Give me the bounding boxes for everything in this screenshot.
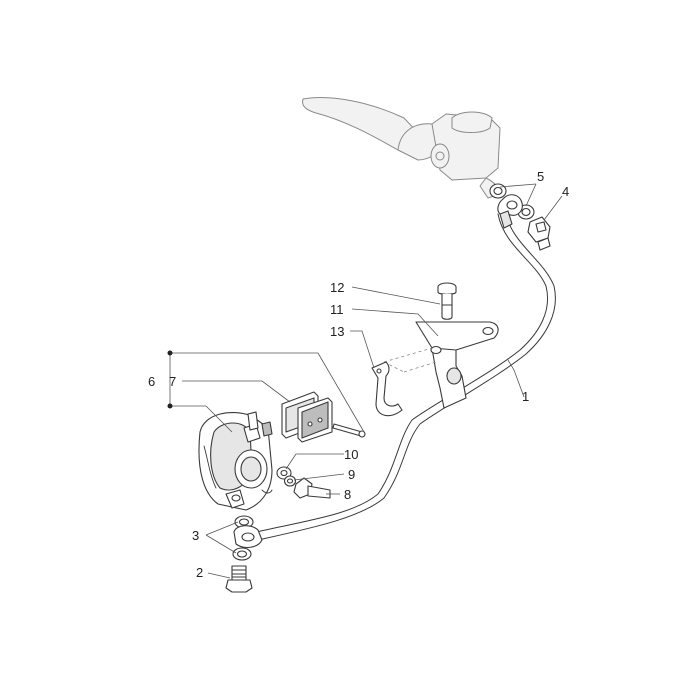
- leader-lines: [167, 183, 563, 579]
- callout-1: 1: [522, 389, 529, 404]
- brake-caliper-6: [198, 411, 273, 511]
- washer-9: [283, 475, 297, 487]
- callout-3: 3: [192, 528, 199, 543]
- bolt-12: [437, 282, 457, 320]
- hose-banjo-top: [497, 194, 523, 216]
- callout-6: 6: [148, 374, 155, 389]
- callout-10: 10: [344, 447, 358, 462]
- banjo-bolt-2: [225, 565, 253, 593]
- banjo-bolt-4: [527, 216, 551, 251]
- callout-11: 11: [330, 302, 344, 317]
- callout-9: 9: [348, 467, 355, 482]
- hose-bracket-11: [383, 321, 499, 409]
- callout-7: 7: [169, 374, 176, 389]
- hose-clip-13: [371, 361, 403, 417]
- washer-3-lower: [232, 547, 252, 561]
- hose-banjo-bottom: [233, 525, 263, 549]
- washer-5-upper-a: [489, 183, 507, 199]
- callout-5: 5: [537, 169, 544, 184]
- pad-pin-6: [332, 423, 366, 438]
- callout-8: 8: [344, 487, 351, 502]
- brake-pads-7: [281, 391, 333, 443]
- caliper-bolt-8: [293, 477, 331, 499]
- callout-labels: 1 2 3 4 5 6 7 8 9 10 11 12 13: [148, 169, 569, 580]
- callout-2: 2: [196, 565, 203, 580]
- callout-12: 12: [330, 280, 344, 295]
- brake-lever-master-cylinder: [302, 97, 501, 199]
- callout-4: 4: [562, 184, 569, 199]
- callout-13: 13: [330, 324, 344, 339]
